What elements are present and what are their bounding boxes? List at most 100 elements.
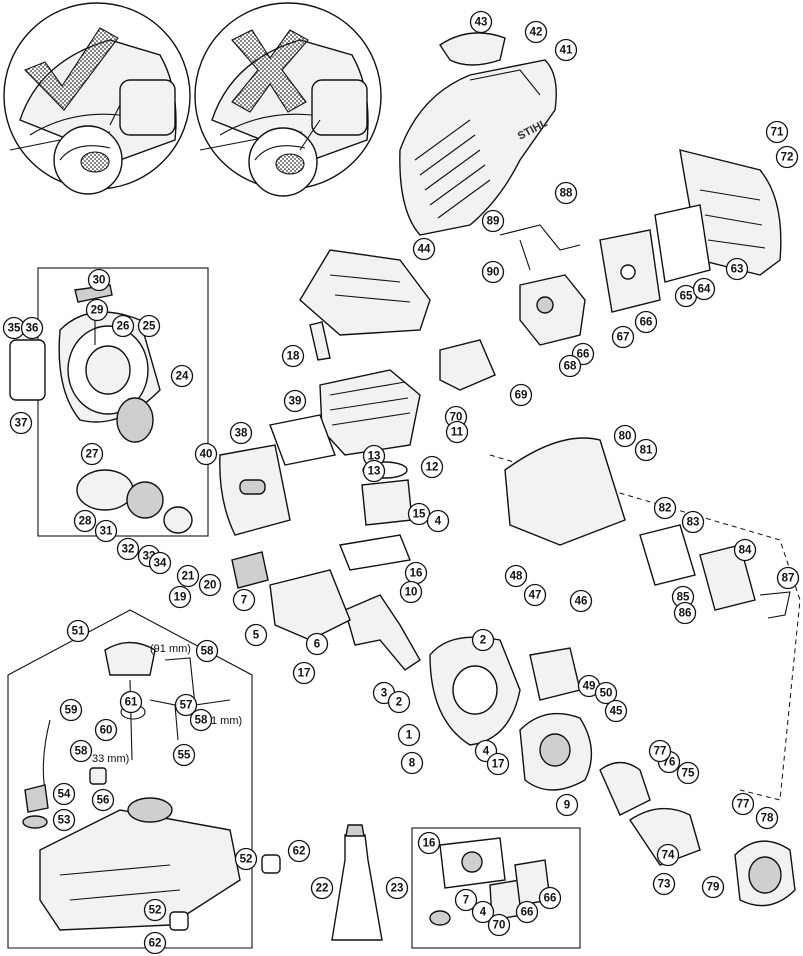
callout-7: 7 bbox=[454, 888, 478, 912]
callout-53: 53 bbox=[52, 808, 76, 832]
callout-label: 70 bbox=[450, 412, 463, 424]
callout-label: 42 bbox=[530, 27, 543, 39]
callout-15: 15 bbox=[407, 502, 431, 526]
spark-plug bbox=[309, 321, 331, 361]
callout-label: 10 bbox=[405, 587, 418, 599]
callout-8: 8 bbox=[400, 751, 424, 775]
callout-79: 79 bbox=[701, 875, 725, 899]
callout-17: 17 bbox=[486, 752, 510, 776]
callout-45: 45 bbox=[604, 699, 628, 723]
callout-label: 20 bbox=[204, 580, 217, 592]
callout-16: 16 bbox=[404, 561, 428, 585]
callout-label: 58 bbox=[75, 746, 88, 758]
callout-21: 21 bbox=[176, 564, 200, 588]
callout-28: 28 bbox=[73, 509, 97, 533]
callout-label: 5 bbox=[253, 630, 260, 642]
length-note-1: 1 mm) bbox=[211, 715, 242, 727]
callout-84: 84 bbox=[733, 538, 757, 562]
callout-34: 34 bbox=[148, 551, 172, 575]
callout-label: 52 bbox=[240, 854, 253, 866]
callout-2: 2 bbox=[471, 628, 495, 652]
callout-label: 16 bbox=[423, 838, 436, 850]
callout-67: 67 bbox=[611, 325, 635, 349]
callout-label: 50 bbox=[600, 688, 613, 700]
callout-label: 53 bbox=[58, 815, 71, 827]
callout-label: 59 bbox=[65, 705, 78, 717]
bearing bbox=[231, 551, 269, 589]
callout-label: 72 bbox=[781, 152, 794, 164]
callout-label: 68 bbox=[564, 361, 577, 373]
callout-label: 16 bbox=[410, 568, 423, 580]
callout-label: 1 bbox=[406, 730, 413, 742]
callout-label: 6 bbox=[314, 639, 320, 651]
x-mark-icon bbox=[232, 30, 308, 112]
callout-4: 4 bbox=[426, 509, 450, 533]
air-filter bbox=[654, 204, 711, 283]
callout-16: 16 bbox=[417, 831, 441, 855]
callout-47: 47 bbox=[523, 583, 547, 607]
callout-label: 74 bbox=[662, 850, 675, 862]
engine-shroud: STIHL bbox=[399, 59, 557, 236]
callout-label: 24 bbox=[176, 371, 189, 383]
callout-label: 7 bbox=[241, 595, 247, 607]
callout-label: 88 bbox=[560, 188, 573, 200]
callout-label: 44 bbox=[418, 244, 431, 256]
callout-30: 30 bbox=[87, 268, 111, 292]
crankshaft bbox=[344, 594, 421, 671]
callout-64: 64 bbox=[692, 277, 716, 301]
fuel-cap bbox=[104, 641, 156, 676]
callout-78: 78 bbox=[755, 806, 779, 830]
callout-66: 66 bbox=[515, 900, 539, 924]
callout-61: 61 bbox=[119, 690, 143, 714]
callout-label: 26 bbox=[117, 321, 130, 333]
callout-59: 59 bbox=[59, 698, 83, 722]
callout-39: 39 bbox=[283, 389, 307, 413]
callout-11: 11 bbox=[445, 420, 469, 444]
callout-label: 66 bbox=[640, 317, 653, 329]
check-mark-icon bbox=[25, 28, 118, 110]
callout-55: 55 bbox=[172, 743, 196, 767]
piston bbox=[361, 479, 413, 526]
crankcase-half bbox=[269, 569, 351, 641]
callout-36: 36 bbox=[20, 316, 44, 340]
callout-90: 90 bbox=[481, 260, 505, 284]
callout-label: 7 bbox=[463, 895, 469, 907]
callout-label: 81 bbox=[640, 445, 653, 457]
length-note-91: (91 mm) bbox=[150, 643, 191, 655]
callout-80: 80 bbox=[613, 424, 637, 448]
callout-24: 24 bbox=[170, 364, 194, 388]
callout-31: 31 bbox=[94, 519, 118, 543]
callout-49: 49 bbox=[577, 674, 601, 698]
callout-37: 37 bbox=[9, 411, 33, 435]
starter-group bbox=[9, 267, 209, 537]
callout-label: 30 bbox=[93, 275, 106, 287]
callout-58: 58 bbox=[189, 708, 213, 732]
callout-43: 43 bbox=[469, 10, 493, 34]
callout-56: 56 bbox=[91, 788, 115, 812]
callout-40: 40 bbox=[194, 442, 218, 466]
callout-label: 36 bbox=[26, 323, 39, 335]
bushing bbox=[699, 544, 756, 611]
callout-label: 21 bbox=[182, 571, 195, 583]
grommet bbox=[22, 815, 48, 829]
callout-65: 65 bbox=[674, 284, 698, 308]
callout-label: 4 bbox=[435, 516, 442, 528]
callout-72: 72 bbox=[775, 145, 799, 169]
callout-86: 86 bbox=[673, 601, 697, 625]
retaining-clip bbox=[759, 591, 791, 619]
callout-label: 62 bbox=[149, 938, 162, 950]
callout-label: 4 bbox=[483, 746, 490, 758]
callout-87: 87 bbox=[776, 566, 800, 590]
callout-label: 23 bbox=[391, 883, 404, 895]
ignition-module bbox=[529, 647, 581, 701]
callout-label: 13 bbox=[368, 466, 381, 478]
filter-pickup bbox=[24, 784, 49, 813]
callout-label: 11 bbox=[451, 427, 464, 439]
callout-66: 66 bbox=[634, 310, 658, 334]
callout-label: 4 bbox=[480, 907, 487, 919]
callout-17: 17 bbox=[292, 661, 316, 685]
callout-88: 88 bbox=[554, 181, 578, 205]
callout-label: 31 bbox=[100, 526, 113, 538]
callout-label: 19 bbox=[174, 592, 187, 604]
